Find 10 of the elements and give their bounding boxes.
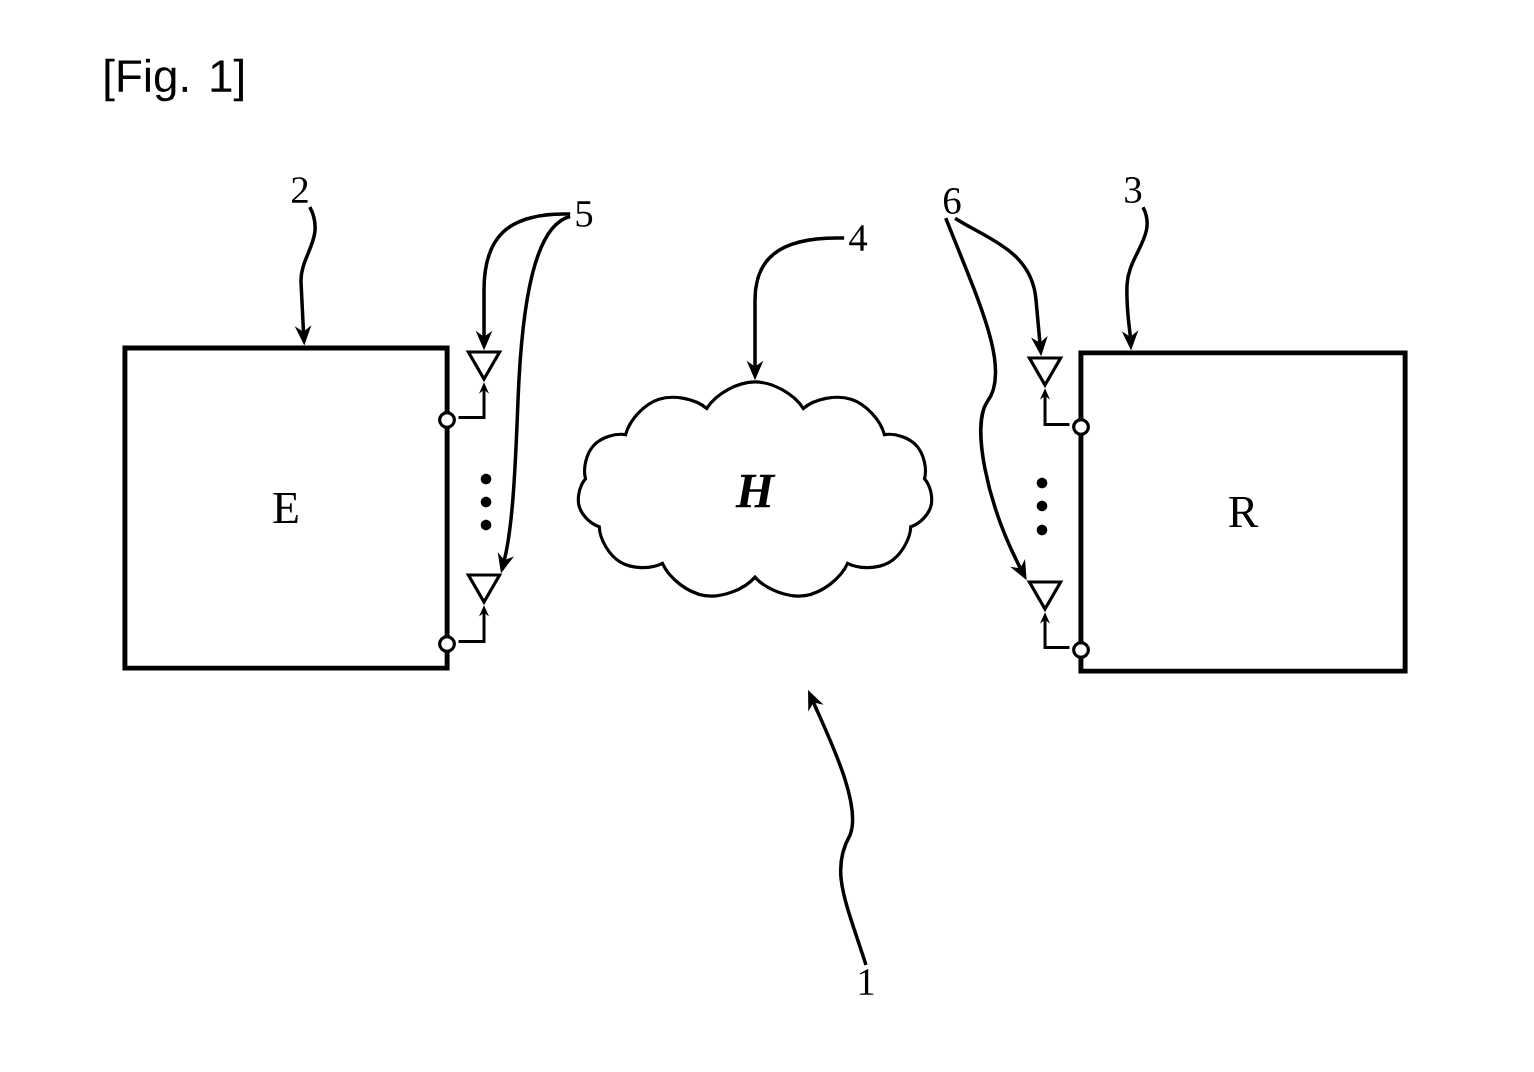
callout-number: 4 — [849, 225, 868, 251]
callout-number: 2 — [292, 177, 308, 203]
cloud: H — [576, 380, 934, 598]
block-box: R — [1078, 350, 1408, 674]
callout-number: 6 — [944, 188, 961, 214]
callout-number: 1 — [859, 969, 874, 995]
figure-title: [Fig. 1] — [105, 58, 243, 102]
callout-number: 3 — [1125, 177, 1142, 203]
callout-number: 5 — [576, 201, 593, 227]
block-box: E — [122, 345, 450, 671]
